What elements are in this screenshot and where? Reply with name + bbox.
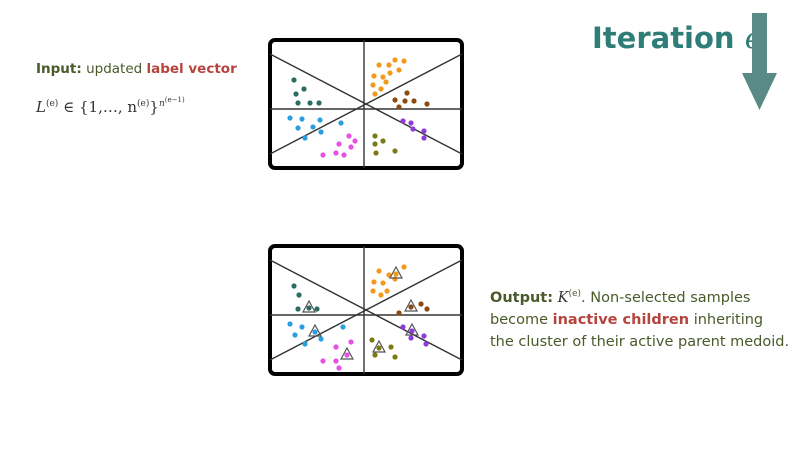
purple-cluster	[400, 324, 429, 347]
purple-cluster	[400, 118, 427, 141]
medoid-marker-brown	[403, 298, 419, 312]
olive-cluster	[372, 133, 398, 156]
orange-cluster	[370, 57, 407, 97]
down-arrow-icon	[742, 13, 777, 110]
medoid-marker-magenta	[339, 346, 355, 360]
output-label: Output:	[490, 289, 554, 306]
input-cluster-panel	[268, 38, 464, 170]
inactive-children-highlight: inactive children	[552, 311, 690, 328]
orange-cluster	[370, 264, 407, 298]
brown-cluster	[392, 90, 430, 110]
label-vector-formula: L(e) ∈ {1,…, n(e)}n(e−1)	[36, 96, 185, 116]
input-text: updated	[86, 61, 143, 77]
label-vector-highlight: label vector	[146, 61, 237, 77]
input-label: Input:	[36, 61, 82, 77]
medoid-marker-blue	[307, 323, 323, 337]
teal-cluster	[291, 77, 322, 106]
iteration-title: Iteration e	[592, 21, 762, 55]
olive-cluster	[369, 337, 398, 360]
output-cluster-panel	[268, 244, 464, 376]
magenta-cluster	[320, 133, 358, 158]
medoid-markers	[301, 265, 420, 360]
magenta-cluster	[320, 339, 354, 371]
medoid-marker-olive	[371, 339, 387, 353]
partition-lines	[269, 246, 463, 374]
brown-cluster	[396, 301, 430, 316]
medoid-marker-orange	[388, 265, 404, 279]
medoid-marker-purple	[404, 322, 420, 336]
blue-cluster	[287, 115, 344, 141]
output-symbol: K	[557, 289, 569, 306]
input-caption: Input: updated label vector	[36, 61, 237, 77]
output-caption: Output: K(e). Non-selected samples becom…	[490, 289, 790, 350]
blue-cluster	[287, 321, 346, 347]
partition-lines	[269, 40, 463, 168]
medoid-marker-teal	[301, 299, 317, 313]
teal-cluster	[291, 283, 320, 312]
